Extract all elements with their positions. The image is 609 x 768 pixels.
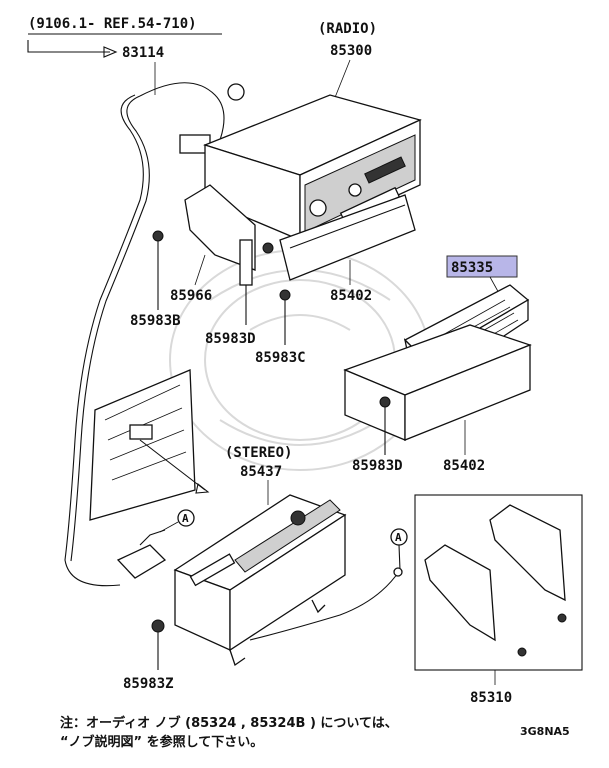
part-85983d-lower-label: 85983D: [352, 458, 403, 474]
wiring-harness-inner: [70, 95, 150, 562]
note-line-1: 注：オーディオ ノブ (85324 , 85324B ) については、: [60, 716, 398, 731]
antenna-connector: [227, 83, 245, 101]
connector-cable: [139, 529, 166, 546]
leader-a-left: [159, 521, 179, 533]
part-85402-upper-label: 85402: [330, 288, 372, 304]
reference-arrow-head: [103, 46, 118, 58]
bolt-85983b-icon: [152, 230, 164, 242]
radio-group-label: (RADIO): [318, 21, 377, 37]
bolt-85983d-upper-icon: [262, 242, 274, 254]
part-85335-highlight[interactable]: [446, 255, 518, 278]
part-85966-label: 85966: [170, 288, 212, 304]
callout-a-left-circle: [177, 509, 195, 527]
connector-a-right-plug: [393, 567, 403, 577]
bolt-85983z-icon: [151, 619, 165, 633]
part-83114-label: 83114: [122, 45, 164, 61]
wiring-harness: [64, 94, 144, 587]
lower-frame-front: [404, 344, 531, 441]
part-85983c-label: 85983C: [255, 350, 306, 366]
part-85335-label: 85335: [451, 260, 493, 276]
part-85300-label: 85300: [330, 43, 372, 59]
upper-frame-85402: [279, 194, 416, 281]
harness-upper-loop: [139, 82, 225, 141]
reference-arrow-stem: [27, 40, 110, 53]
bracket-kit-parts: [424, 504, 567, 657]
leader-85966: [194, 254, 206, 286]
stereo-unit: [173, 494, 347, 667]
part-85983z-label: 85983Z: [123, 676, 174, 692]
stereo-group-label: (STEREO): [225, 445, 292, 461]
callout-a-right: A: [395, 531, 402, 544]
dashboard-panel: [89, 369, 210, 521]
bolt-85983d-lower-icon: [379, 396, 391, 408]
reference-range-label: (9106.1- REF.54-710): [28, 16, 197, 32]
note-line-2: “ノブ説明図” を参照して下さい。: [60, 735, 264, 750]
part-85983b-label: 85983B: [130, 313, 181, 329]
connector-a-right-cable: [249, 544, 401, 641]
upper-frame-rail: [289, 204, 406, 249]
part-85310-label: 85310: [470, 690, 512, 706]
bolt-85983c-icon: [279, 289, 291, 301]
bracket-strap: [239, 239, 253, 286]
left-bracket-85966: [184, 184, 256, 271]
part-85402-lower-label: 85402: [443, 458, 485, 474]
part-85983d-upper-label: 85983D: [205, 331, 256, 347]
harness-connector-bottom: [116, 544, 167, 579]
diagram-code: 3G8NA5: [520, 725, 570, 738]
bracket-kit-box: [414, 494, 583, 671]
part-85437-label: 85437: [240, 464, 282, 480]
radio-unit: [203, 94, 422, 242]
callout-a-left: A: [182, 512, 189, 525]
